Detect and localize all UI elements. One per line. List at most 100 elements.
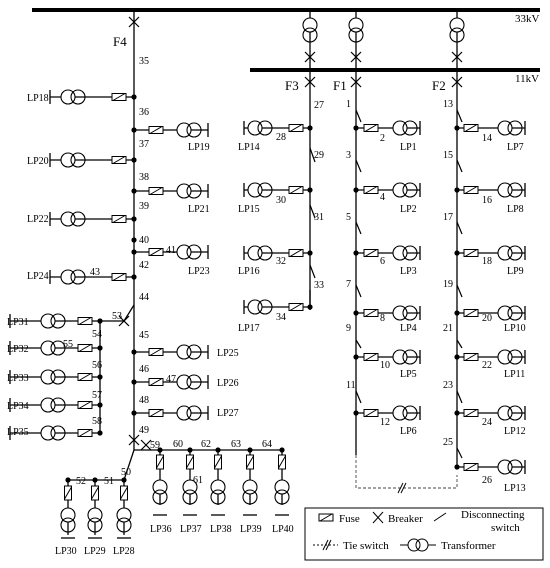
transformer-icon [50, 340, 66, 356]
node-label: 17 [443, 212, 453, 223]
load-label: LP15 [238, 204, 260, 215]
node-label: 43 [90, 267, 100, 278]
node-label: 18 [482, 256, 492, 267]
tie-switch-icon [322, 539, 329, 551]
transformer-icon [257, 245, 273, 261]
node-label: 47 [166, 374, 176, 385]
disconnecting-switch-icon [456, 447, 463, 459]
feeder-label-f3: F3 [285, 78, 299, 93]
load-label: LP37 [180, 524, 202, 535]
junction-dot [131, 157, 137, 163]
disconnecting-switch-icon [355, 284, 362, 298]
junction-dot [353, 354, 359, 360]
node-label: 36 [139, 107, 149, 118]
node-label: 54 [92, 329, 102, 340]
node-label: 16 [482, 195, 492, 206]
tie-switch-icon [397, 482, 404, 494]
load-label: LP6 [400, 426, 417, 437]
feeder-label-f2: F2 [432, 78, 446, 93]
transformer-icon [507, 120, 523, 136]
load-label: LP32 [7, 344, 29, 355]
load-label: LP8 [507, 204, 524, 215]
fuse-icon [464, 124, 478, 132]
fuse-icon [149, 409, 163, 417]
node-label: 53 [112, 311, 122, 322]
node-label: 32 [276, 256, 286, 267]
node-label: 6 [380, 256, 385, 267]
fuse-icon [464, 186, 478, 194]
node-label: 60 [173, 439, 183, 450]
fuse-icon [112, 273, 126, 281]
junction-dot [454, 250, 460, 256]
load-label: LP20 [27, 156, 49, 167]
fuse-icon [464, 353, 478, 361]
node-label: 30 [276, 195, 286, 206]
node-label: 51 [104, 476, 114, 487]
transformer-icon [70, 269, 86, 285]
disconnecting-switch-icon [456, 390, 463, 404]
node-label: 10 [380, 360, 390, 371]
disconnecting-switch-icon [456, 284, 463, 298]
breaker-icon [350, 76, 362, 88]
transformer-icon [50, 313, 66, 329]
fuse-icon [464, 409, 478, 417]
load-label: LP14 [238, 142, 260, 153]
junction-dot [97, 318, 103, 324]
fuse-icon [364, 409, 378, 417]
load-label: LP24 [27, 271, 49, 282]
load-label: LP19 [188, 142, 210, 153]
junction-dot [353, 125, 359, 131]
node-label: 1 [346, 99, 351, 110]
node-label: 61 [193, 475, 203, 486]
node-label: 14 [482, 133, 492, 144]
load-label: LP3 [400, 266, 417, 277]
transformer-icon [70, 211, 86, 227]
breaker-icon [140, 439, 152, 451]
node-label: 31 [314, 212, 324, 223]
transformer-icon [186, 405, 202, 421]
legend-box [304, 507, 544, 561]
junction-dot [131, 379, 137, 385]
transformer-icon [50, 369, 66, 385]
legend-fuse-label: Fuse [339, 513, 360, 525]
breaker-icon [372, 511, 384, 524]
breaker-icon [451, 51, 463, 63]
load-label: LP38 [210, 524, 232, 535]
transformer-icon [70, 152, 86, 168]
transformer-icon [402, 405, 418, 421]
node-label: 24 [482, 417, 492, 428]
node-label: 3 [346, 150, 351, 161]
junction-dot [131, 127, 137, 133]
node-label: 20 [482, 313, 492, 324]
disconnecting-switch-icon [309, 264, 316, 279]
fuse-icon [78, 344, 92, 352]
transformer-icon [186, 344, 202, 360]
junction-dot [307, 125, 313, 131]
node-label: 52 [76, 476, 86, 487]
transformer-icon [507, 182, 523, 198]
node-label: 9 [346, 323, 351, 334]
transformer-icon [274, 489, 290, 505]
load-label: LP17 [238, 323, 260, 334]
disconnecting-switch-icon [355, 109, 362, 123]
load-label: LP4 [400, 323, 417, 334]
junction-dot [454, 310, 460, 316]
node-label: 59 [150, 440, 160, 451]
junction-dot [131, 274, 137, 280]
load-label: LP25 [217, 348, 239, 359]
node-label: 8 [380, 313, 385, 324]
node-label: 5 [346, 212, 351, 223]
load-label: LP10 [504, 323, 526, 334]
node-label: 49 [139, 425, 149, 436]
disconnecting-switch-icon [456, 109, 463, 123]
node-label: 23 [443, 380, 453, 391]
breaker-icon [128, 16, 140, 28]
breaker-icon [304, 51, 316, 63]
junction-dot [131, 188, 137, 194]
junction-dot [97, 374, 103, 380]
node-label: 63 [231, 439, 241, 450]
fuse-icon [214, 455, 222, 469]
load-label: LP12 [504, 426, 526, 437]
node-labels: 35 36 37 38 39 40 41 42 43 44 53 45 54 5… [63, 56, 492, 487]
